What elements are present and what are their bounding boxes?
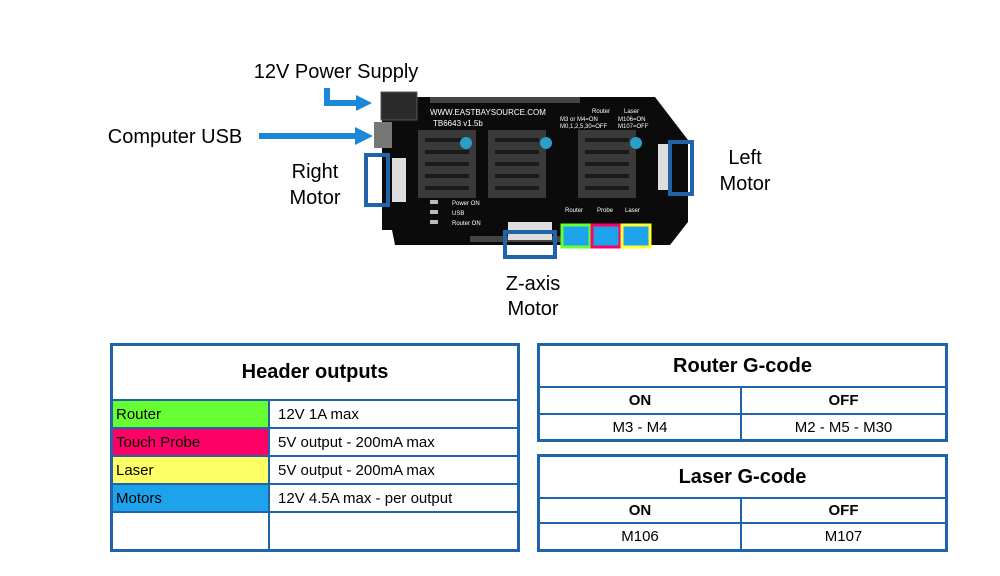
board-laser-hdr: Laser bbox=[624, 109, 639, 115]
output-name: Motors bbox=[113, 485, 268, 511]
table-row: Touch Probe 5V output - 200mA max bbox=[113, 429, 517, 457]
table-row: Laser 5V output - 200mA max bbox=[113, 457, 517, 485]
table-row: Motors 12V 4.5A max - per output bbox=[113, 485, 517, 513]
board-model: TB6643 v1.5b bbox=[433, 119, 483, 128]
board-router-on: Router ON bbox=[452, 221, 481, 227]
column-divider bbox=[740, 499, 742, 549]
board-term-router: Router bbox=[565, 208, 583, 214]
laser-on-header: ON bbox=[628, 502, 652, 519]
header-outputs-title-row: Header outputs bbox=[113, 346, 517, 401]
right-motor-label-line1: Right bbox=[291, 161, 339, 183]
output-spec: 5V output - 200mA max bbox=[278, 433, 435, 451]
laser-gcode-title: Laser G-code bbox=[678, 465, 807, 488]
left-motor-highlight bbox=[668, 140, 694, 196]
z-motor-label-line1: Z-axis bbox=[505, 273, 561, 295]
router-gcode-table: Router G-code ON OFF M3 - M4 M2 - M5 - M… bbox=[537, 343, 948, 442]
board-term-probe: Probe bbox=[597, 208, 614, 214]
right-motor-highlight bbox=[364, 153, 390, 207]
table-header-row: ON OFF bbox=[540, 499, 945, 524]
led-usb bbox=[430, 210, 438, 214]
output-spec: 12V 4.5A max - per output bbox=[278, 489, 453, 507]
router-gcode-title: Router G-code bbox=[673, 354, 812, 377]
laser-on-value: M106 bbox=[621, 528, 659, 545]
right-motor-label-line2: Motor bbox=[289, 187, 341, 209]
board-router-code-1: M3 or M4=ON bbox=[560, 117, 598, 123]
power-supply-arrow bbox=[324, 88, 357, 106]
board-url: WWW.EASTBAYSOURCE.COM bbox=[430, 108, 546, 117]
router-gcode-title-row: Router G-code bbox=[540, 346, 945, 388]
table-row: M3 - M4 M2 - M5 - M30 bbox=[540, 415, 945, 439]
column-divider bbox=[268, 401, 270, 549]
board-power-on: Power ON bbox=[452, 201, 480, 207]
laser-gcode-table: Laser G-code ON OFF M106 M107 bbox=[537, 454, 948, 552]
table-header-row: ON OFF bbox=[540, 388, 945, 415]
output-spec: 5V output - 200mA max bbox=[278, 461, 435, 479]
motor-driver-3 bbox=[578, 130, 636, 198]
motor-driver-2 bbox=[488, 130, 546, 198]
board-laser-code-2: M107=OFF bbox=[618, 124, 649, 130]
board-term-laser: Laser bbox=[625, 208, 640, 214]
capacitor bbox=[540, 137, 552, 149]
capacitor bbox=[630, 137, 642, 149]
led-router bbox=[430, 220, 438, 224]
output-name: Touch Probe bbox=[113, 429, 268, 455]
router-off-header: OFF bbox=[828, 392, 859, 409]
laser-off-header: OFF bbox=[828, 502, 859, 519]
table-row: Router 12V 1A max bbox=[113, 401, 517, 429]
output-spec: 12V 1A max bbox=[278, 405, 359, 423]
power-supply-arrow-head bbox=[356, 95, 372, 111]
z-motor-label-line2: Motor bbox=[507, 298, 559, 320]
column-divider bbox=[740, 388, 742, 439]
usb-port bbox=[374, 122, 392, 148]
computer-usb-arrow-head bbox=[355, 127, 373, 145]
pin-header bbox=[430, 97, 580, 103]
left-motor-label-line2: Motor bbox=[719, 173, 771, 195]
board-laser-code-1: M106=ON bbox=[618, 117, 646, 123]
table-row: M106 M107 bbox=[540, 524, 945, 549]
power-jack bbox=[380, 91, 418, 121]
board-usb: USB bbox=[452, 211, 464, 217]
header-outputs-title: Header outputs bbox=[241, 361, 389, 383]
left-motor-label-line1: Left bbox=[728, 147, 762, 169]
right-motor-connector bbox=[392, 158, 406, 202]
capacitor bbox=[460, 137, 472, 149]
router-terminal-block bbox=[560, 223, 592, 249]
laser-off-value: M107 bbox=[824, 528, 863, 545]
power-supply-label: 12V Power Supply bbox=[253, 61, 419, 83]
laser-terminal-block bbox=[620, 223, 652, 249]
router-on-value: M3 - M4 bbox=[612, 418, 668, 436]
laser-gcode-title-row: Laser G-code bbox=[540, 457, 945, 499]
router-off-value: M2 - M5 - M30 bbox=[794, 418, 893, 436]
router-on-header: ON bbox=[628, 392, 652, 409]
controller-board-diagram: WWW.EASTBAYSOURCE.COM TB6643 v1.5b Route… bbox=[259, 88, 694, 259]
probe-terminal-block bbox=[590, 223, 622, 249]
output-name: Router bbox=[113, 401, 268, 427]
led-power bbox=[430, 200, 438, 204]
output-name: Laser bbox=[113, 457, 268, 483]
board-router-code-2: M0,1,2,5,30=OFF bbox=[560, 124, 608, 130]
z-motor-highlight bbox=[503, 230, 557, 259]
header-outputs-table: Header outputs Router 12V 1A max Touch P… bbox=[110, 343, 520, 552]
board-router-hdr: Router bbox=[592, 109, 610, 115]
computer-usb-label: Computer USB bbox=[107, 126, 243, 148]
